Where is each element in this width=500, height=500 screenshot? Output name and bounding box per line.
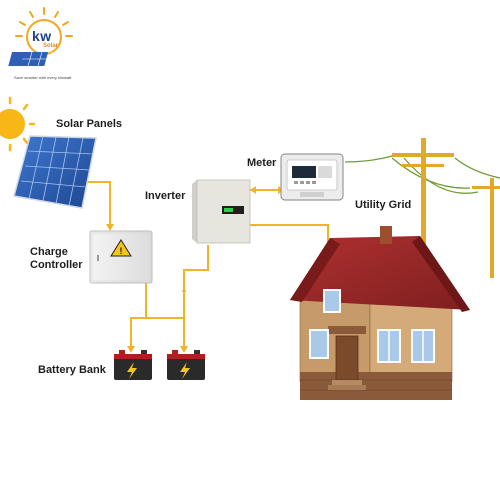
meter-label: Meter <box>247 157 277 169</box>
charge-controller-icon: ! <box>89 230 153 284</box>
brand-tagline: Save smarter with every kilowatt <box>14 75 72 80</box>
utility-grid-label: Utility Grid <box>355 199 412 211</box>
house-icon <box>290 226 470 400</box>
brand-name: kw <box>32 28 52 44</box>
solar-panels-label: Solar Panels <box>56 118 123 130</box>
brand-sub: Solar <box>43 43 59 49</box>
meter-icon <box>280 153 344 201</box>
battery-icon <box>167 350 205 380</box>
inverter-icon <box>192 179 251 244</box>
logo-icon <box>8 7 73 67</box>
charge-controller-label-line2: Controller <box>30 259 83 271</box>
battery-icon <box>114 350 152 380</box>
power-flow-lines <box>72 181 329 348</box>
utility-pole-icon <box>344 138 500 278</box>
svg-text:!: ! <box>120 246 123 256</box>
sun-icon <box>0 96 36 152</box>
charge-controller-label-line1: Charge <box>30 246 68 258</box>
solar-panel-icon <box>13 135 97 209</box>
battery-bank-label: Battery Bank <box>38 364 106 376</box>
inverter-label: Inverter <box>145 190 186 202</box>
